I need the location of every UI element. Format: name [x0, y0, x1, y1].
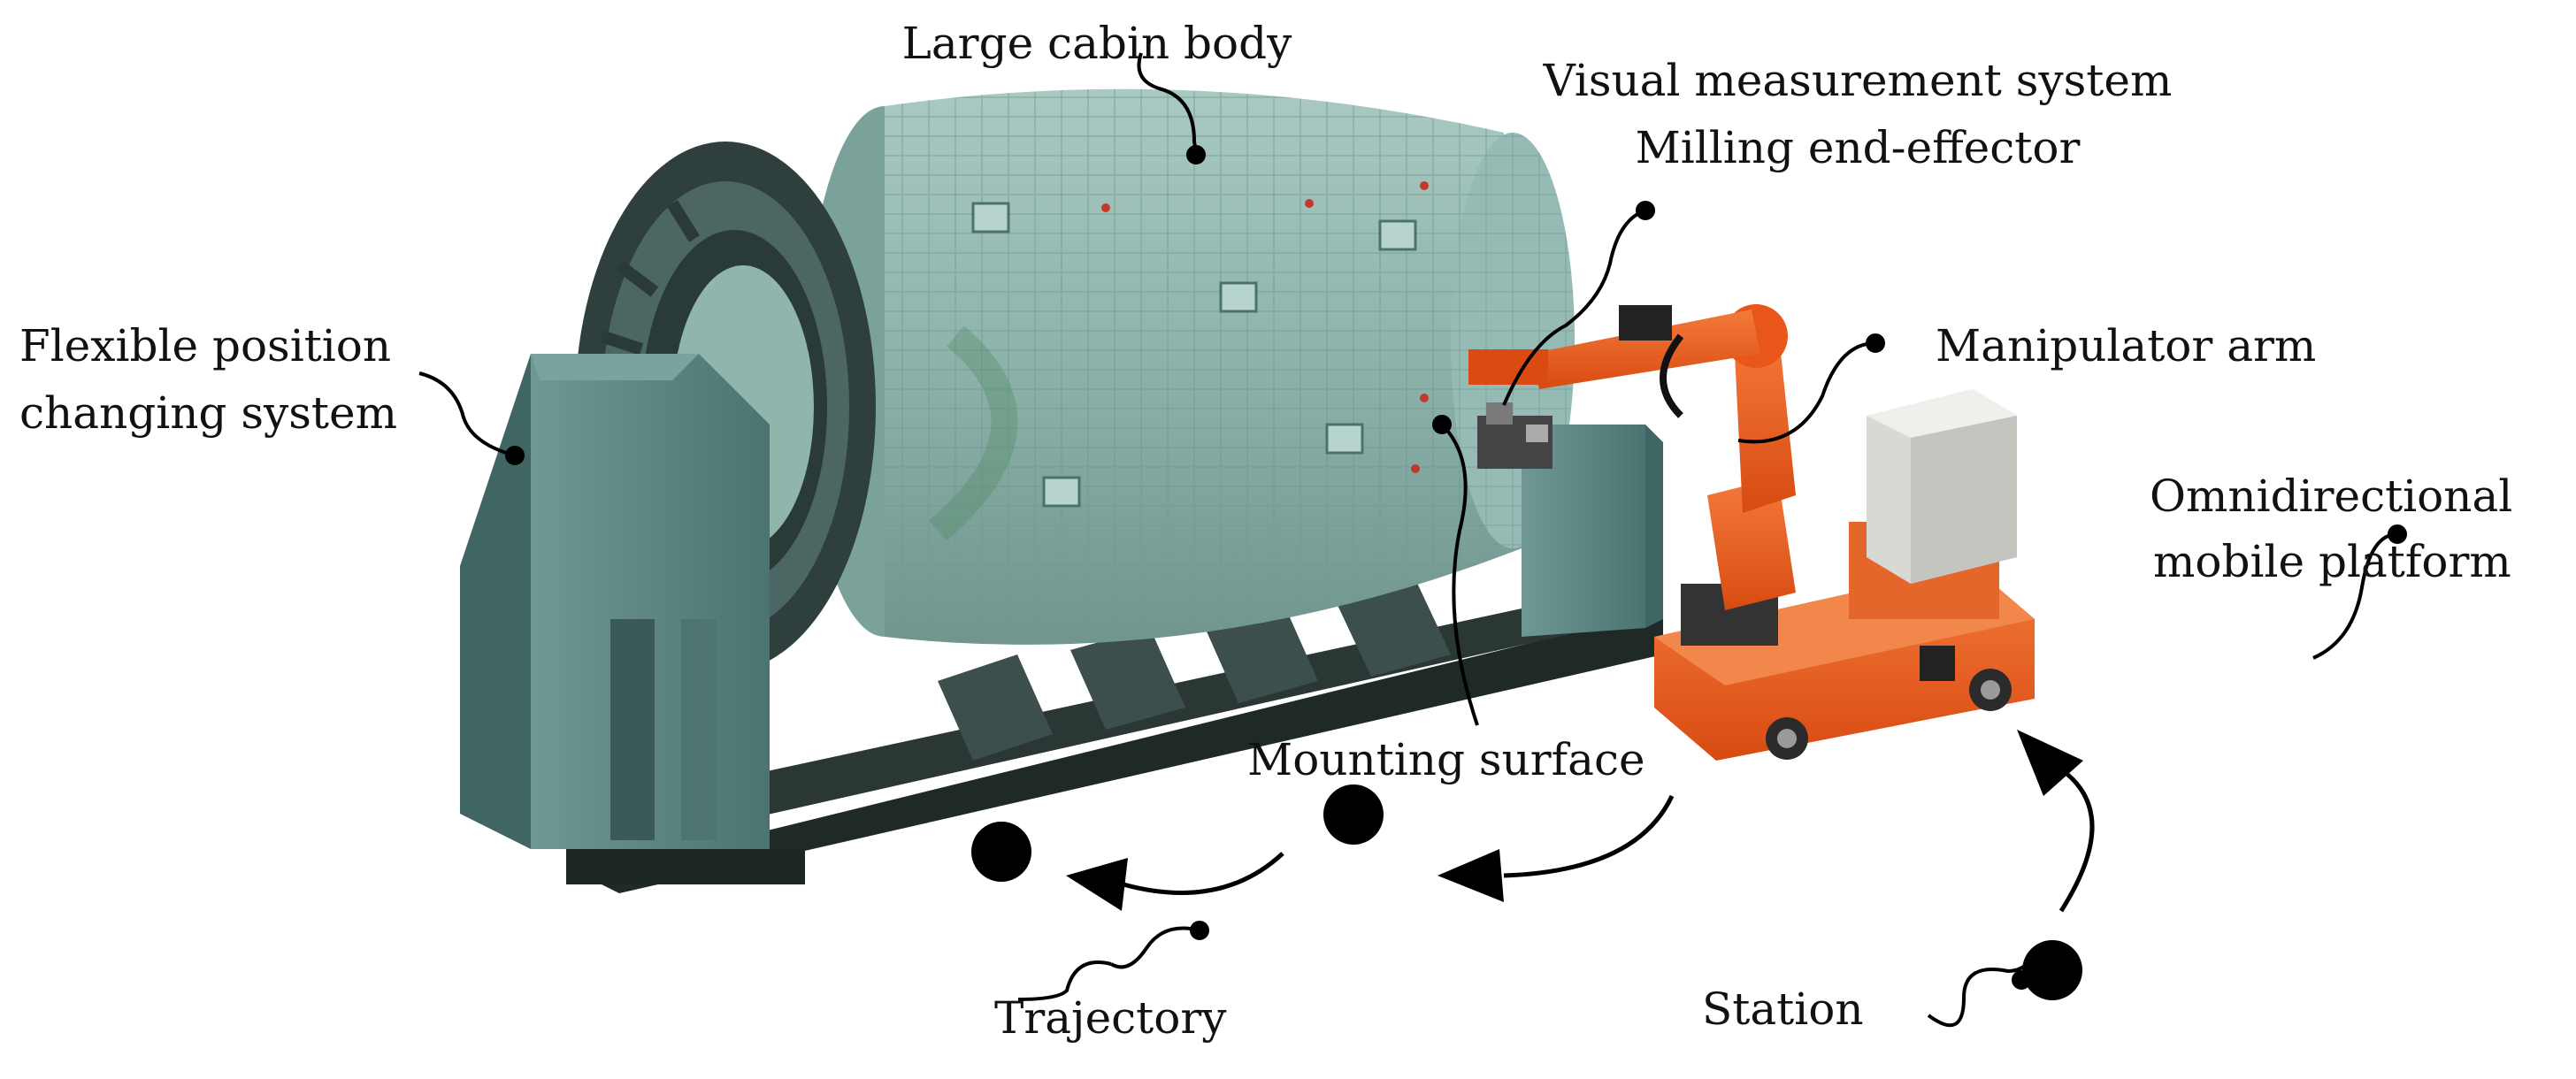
label-mounting-surface: Mounting surface — [1247, 734, 1645, 785]
manipulator-arm — [1468, 304, 1796, 646]
flexible-positioner — [460, 354, 1663, 849]
label-manipulator-arm: Manipulator arm — [1936, 320, 2317, 371]
label-omnidirectional-line1: Omnidirectional — [2150, 471, 2513, 522]
trajectory-markers — [971, 784, 2082, 1000]
station-dot — [2022, 940, 2082, 1000]
label-flexible-position-line2: changing system — [19, 387, 397, 439]
label-visual-measurement-system: Visual measurement system — [1543, 55, 2173, 106]
label-omnidirectional-line2: mobile platform — [2153, 536, 2511, 587]
leader-lines — [418, 52, 2407, 1028]
label-large-cabin-body: Large cabin body — [901, 18, 1292, 69]
trajectory-dot — [1323, 784, 1384, 845]
trajectory-dot — [971, 822, 1031, 882]
omnidirectional-mobile-platform — [1654, 389, 2035, 761]
label-milling-end-effector: Milling end-effector — [1635, 122, 2081, 173]
large-cabin-body — [805, 88, 1575, 645]
label-trajectory: Trajectory — [994, 992, 1227, 1044]
label-station: Station — [1702, 983, 1864, 1035]
label-flexible-position-line1: Flexible position — [19, 320, 392, 371]
trajectory-arrows — [1066, 730, 2095, 913]
